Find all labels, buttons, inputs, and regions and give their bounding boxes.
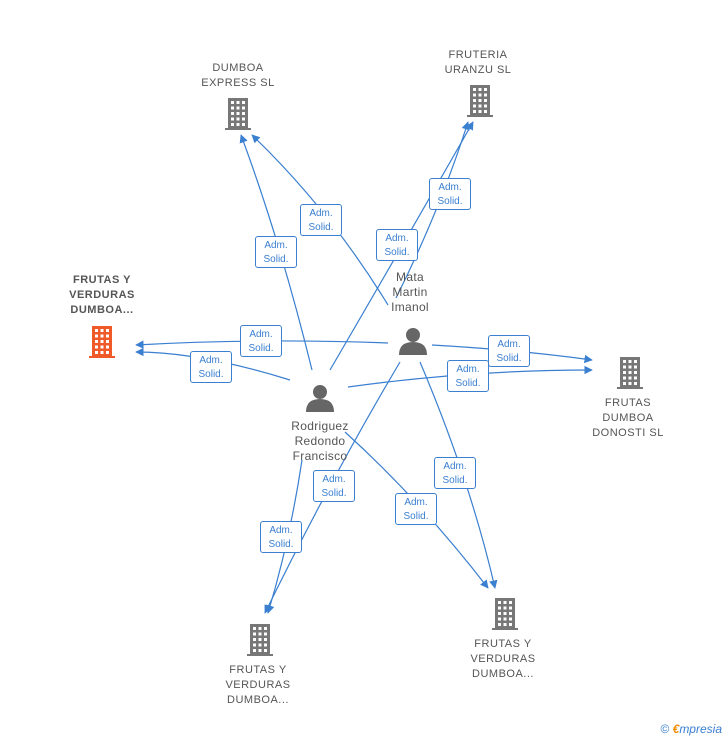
- edge-badge[interactable]: Adm. Solid.: [313, 470, 355, 502]
- edge-badge[interactable]: Adm. Solid.: [190, 351, 232, 383]
- footer-copyright: © €mpresia: [660, 722, 722, 736]
- node-icons: [89, 85, 643, 656]
- edge-badge[interactable]: Adm. Solid.: [240, 325, 282, 357]
- edge-badge[interactable]: Adm. Solid.: [260, 521, 302, 553]
- edge-badge[interactable]: Adm. Solid.: [447, 360, 489, 392]
- edge-badge[interactable]: Adm. Solid.: [395, 493, 437, 525]
- frutas-verduras-bottom-right-building-icon[interactable]: [492, 598, 518, 630]
- edge-badge[interactable]: Adm. Solid.: [434, 457, 476, 489]
- copyright-symbol: ©: [660, 722, 670, 736]
- empresia-logo-e: €: [672, 722, 680, 736]
- empresia-logo-text: mpresia: [679, 722, 722, 736]
- node-frutas-dumboa-donosti-label[interactable]: FRUTAS DUMBOA DONOSTI SL: [592, 397, 664, 439]
- fruteria-uranzu-building-icon[interactable]: [467, 85, 493, 117]
- edge-badge[interactable]: Adm. Solid.: [376, 229, 418, 261]
- edge-badge[interactable]: Adm. Solid.: [488, 335, 530, 367]
- node-mata-martin-label[interactable]: Mata Martin Imanol: [391, 270, 429, 314]
- edge-badge[interactable]: Adm. Solid.: [300, 204, 342, 236]
- frutas-verduras-focus-building-icon[interactable]: [89, 326, 115, 358]
- mata-martin-person-icon[interactable]: [399, 328, 427, 355]
- edge-badge[interactable]: Adm. Solid.: [429, 178, 471, 210]
- node-rodriguez-redondo-label[interactable]: Rodriguez Redondo Francisco: [291, 419, 349, 463]
- dumboa-express-building-icon[interactable]: [225, 98, 251, 130]
- frutas-verduras-bottom-left-building-icon[interactable]: [247, 624, 273, 656]
- frutas-dumboa-donosti-building-icon[interactable]: [617, 357, 643, 389]
- node-dumboa-express-label[interactable]: DUMBOA EXPRESS SL: [201, 62, 275, 89]
- node-frutas-verduras-bottom-left-label[interactable]: FRUTAS Y VERDURAS DUMBOA...: [225, 664, 291, 706]
- node-frutas-verduras-focus-label[interactable]: FRUTAS Y VERDURAS DUMBOA...: [69, 274, 135, 316]
- rodriguez-redondo-person-icon[interactable]: [306, 385, 334, 412]
- node-fruteria-uranzu-label[interactable]: FRUTERIA URANZU SL: [444, 49, 512, 76]
- edge-badge[interactable]: Adm. Solid.: [255, 236, 297, 268]
- node-frutas-verduras-bottom-right-label[interactable]: FRUTAS Y VERDURAS DUMBOA...: [470, 638, 536, 680]
